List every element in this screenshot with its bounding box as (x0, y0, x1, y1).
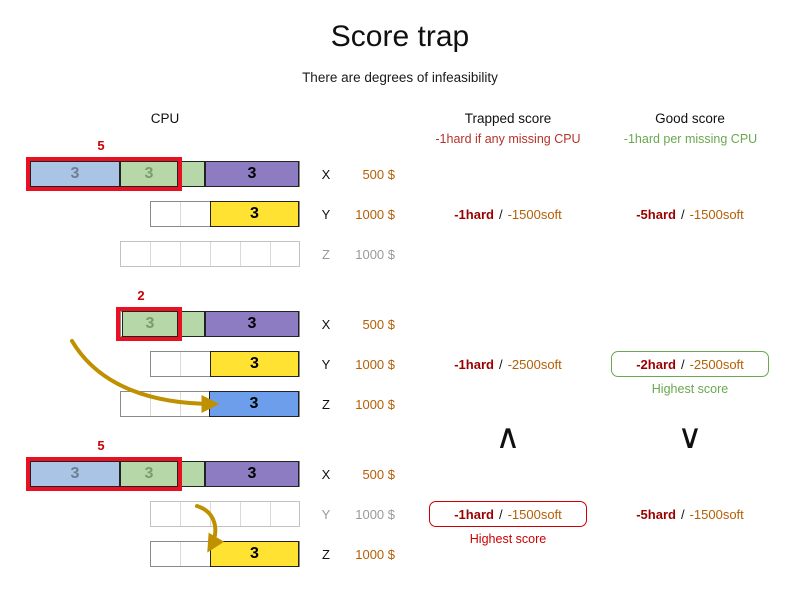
g3-machine-z-bar: 3 (150, 541, 300, 567)
hard-score: -1hard (454, 506, 494, 522)
g3-machine-x-bar: 3 3 3 (30, 461, 300, 487)
g1-machine-x-bar: 3 3 3 (30, 161, 300, 187)
process-block-green-small (180, 161, 205, 187)
process-block-green: 3 (122, 311, 178, 337)
score-separator: / (498, 207, 503, 222)
trapped-score-highlight-box: -1hard/-1500soft (429, 501, 587, 527)
good-score-highlight-box: -2hard/-2500soft (611, 351, 769, 377)
good-score-note: -1hard per missing CPU (623, 132, 758, 146)
trapped-score-value: -1hard / -1500soft (418, 207, 598, 222)
good-score-value: -5hard / -1500soft (600, 507, 780, 522)
overload-count-g1: 5 (97, 138, 105, 153)
g2-machine-y-bar: 3 (150, 351, 300, 377)
score-separator: / (680, 207, 685, 222)
process-block-green-small (180, 311, 205, 337)
row-label-z: Z (322, 247, 330, 262)
hard-score: -2hard (636, 356, 676, 372)
process-block-dark-blue: 3 (209, 391, 299, 417)
highest-score-caption-good: Highest score (651, 382, 729, 396)
highest-score-caption-trapped: Highest score (469, 532, 547, 546)
process-block-blue: 3 (30, 161, 120, 187)
trapped-score-value: -1hard / -2500soft (418, 357, 598, 372)
price-label: 500 $ (362, 167, 395, 182)
soft-score: -1500soft (689, 207, 744, 222)
hard-score: -5hard (636, 507, 676, 522)
price-label: 1000 $ (355, 397, 395, 412)
price-label: 1000 $ (355, 207, 395, 222)
row-label-y: Y (321, 207, 331, 222)
g3-machine-y-bar (150, 501, 300, 527)
soft-score: -2500soft (689, 356, 744, 372)
process-block-yellow: 3 (210, 541, 299, 567)
process-block-blue: 3 (30, 461, 120, 487)
cpu-column-header: CPU (150, 111, 180, 126)
trapped-score-header: Trapped score (464, 111, 552, 126)
process-block-green-small (180, 461, 205, 487)
row-label-y: Y (321, 357, 331, 372)
page-title: Score trap (330, 20, 470, 53)
row-label-z: Z (322, 397, 330, 412)
price-label: 500 $ (362, 467, 395, 482)
process-block-yellow: 3 (210, 201, 299, 227)
comparator-less-icon: ∨ (677, 418, 703, 456)
row-label-x: X (321, 317, 331, 332)
hard-score: -5hard (636, 207, 676, 222)
row-label-z: Z (322, 547, 330, 562)
hard-score: -1hard (454, 357, 494, 372)
g2-machine-z-bar: 3 (120, 391, 300, 417)
process-block-purple: 3 (205, 311, 299, 337)
trapped-score-note: -1hard if any missing CPU (435, 132, 581, 146)
row-label-x: X (321, 467, 331, 482)
price-label: 1000 $ (355, 547, 395, 562)
overload-count-g2: 2 (137, 288, 145, 303)
price-label: 1000 $ (355, 357, 395, 372)
row-label-x: X (321, 167, 331, 182)
process-block-green: 3 (120, 461, 178, 487)
g1-machine-y-bar: 3 (150, 201, 300, 227)
overload-count-g3: 5 (97, 438, 105, 453)
soft-score: -1500soft (689, 507, 744, 522)
hard-score: -1hard (454, 207, 494, 222)
price-label: 1000 $ (355, 247, 395, 262)
g2-machine-x-bar: 3 3 (120, 311, 300, 337)
process-block-green: 3 (120, 161, 178, 187)
score-separator: / (680, 507, 685, 522)
comparator-greater-icon: ∧ (495, 418, 521, 456)
good-score-value: -5hard / -1500soft (600, 207, 780, 222)
score-separator: / (498, 506, 503, 522)
row-label-y: Y (321, 507, 331, 522)
soft-score: -1500soft (507, 506, 562, 522)
score-separator: / (680, 356, 685, 372)
g1-machine-z-bar (120, 241, 300, 267)
process-block-purple: 3 (205, 161, 299, 187)
score-separator: / (498, 357, 503, 372)
soft-score: -1500soft (507, 207, 562, 222)
page-subtitle: There are degrees of infeasibility (302, 70, 498, 85)
price-label: 1000 $ (355, 507, 395, 522)
process-block-purple: 3 (205, 461, 299, 487)
soft-score: -2500soft (507, 357, 562, 372)
good-score-header: Good score (655, 111, 725, 126)
process-block-yellow: 3 (210, 351, 299, 377)
price-label: 500 $ (362, 317, 395, 332)
